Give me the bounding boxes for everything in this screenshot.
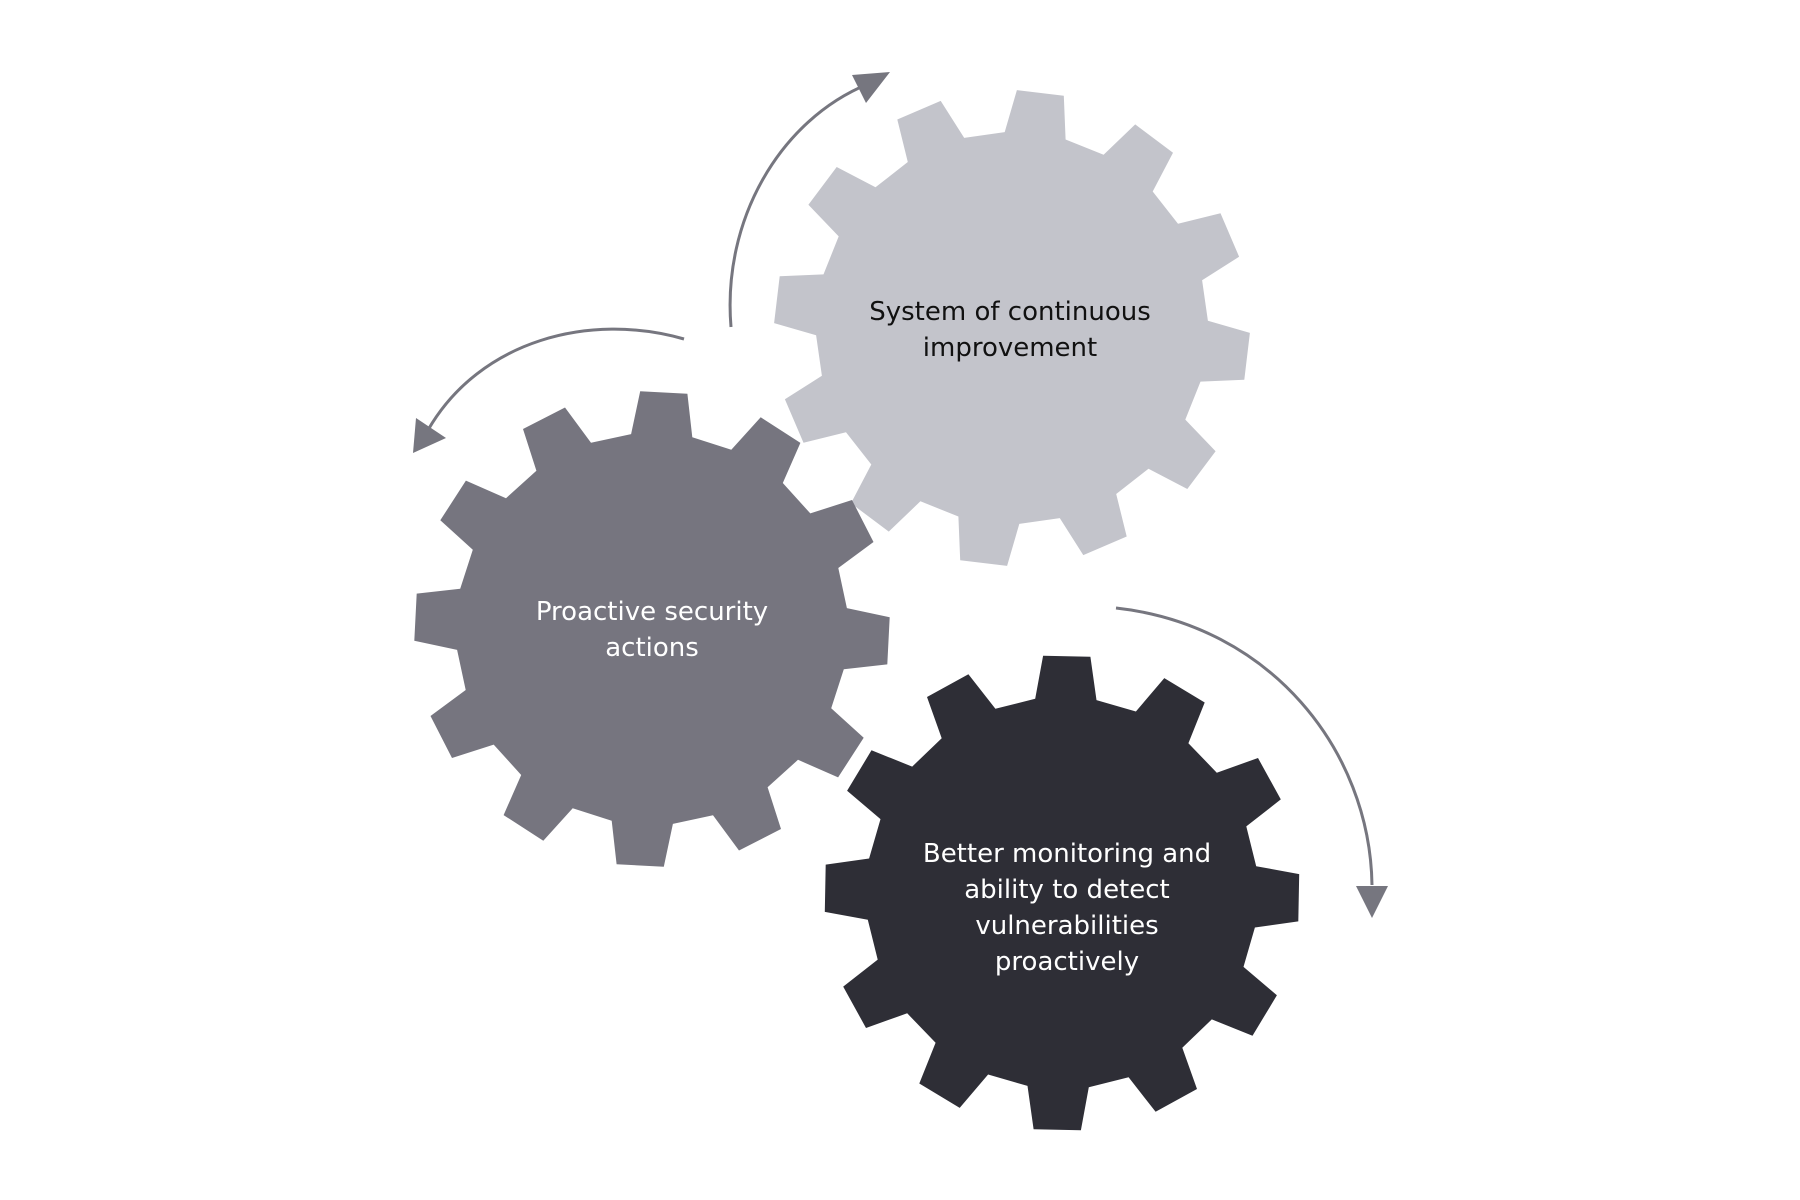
gear-continuous-improvement bbox=[774, 90, 1250, 566]
label-line: System of continuous bbox=[869, 297, 1151, 327]
label-line: Better monitoring and bbox=[922, 839, 1212, 869]
label-line: vulnerabilities bbox=[975, 911, 1159, 941]
cycle-arrow-up bbox=[728, 82, 869, 328]
label-line: Proactive security bbox=[535, 597, 769, 627]
label-line: actions bbox=[605, 633, 699, 663]
gear-label-better-monitoring: Better monitoring and ability to detect … bbox=[923, 836, 1211, 980]
label-line: proactively bbox=[994, 947, 1140, 977]
gear-proactive-security bbox=[414, 391, 890, 867]
arrowhead-down-icon bbox=[1356, 886, 1388, 918]
gear-better-monitoring bbox=[824, 655, 1300, 1131]
cycle-arrow-down bbox=[1115, 606, 1374, 886]
arrowhead-left-icon bbox=[413, 418, 446, 453]
label-line: ability to detect bbox=[964, 875, 1170, 905]
cycle-arrow-left bbox=[426, 327, 685, 431]
gear-label-continuous-improvement: System of continuous improvement bbox=[869, 294, 1151, 366]
gear-label-proactive-security: Proactive security actions bbox=[536, 594, 768, 666]
label-line: improvement bbox=[922, 333, 1098, 363]
arrowhead-up-icon bbox=[852, 72, 890, 103]
